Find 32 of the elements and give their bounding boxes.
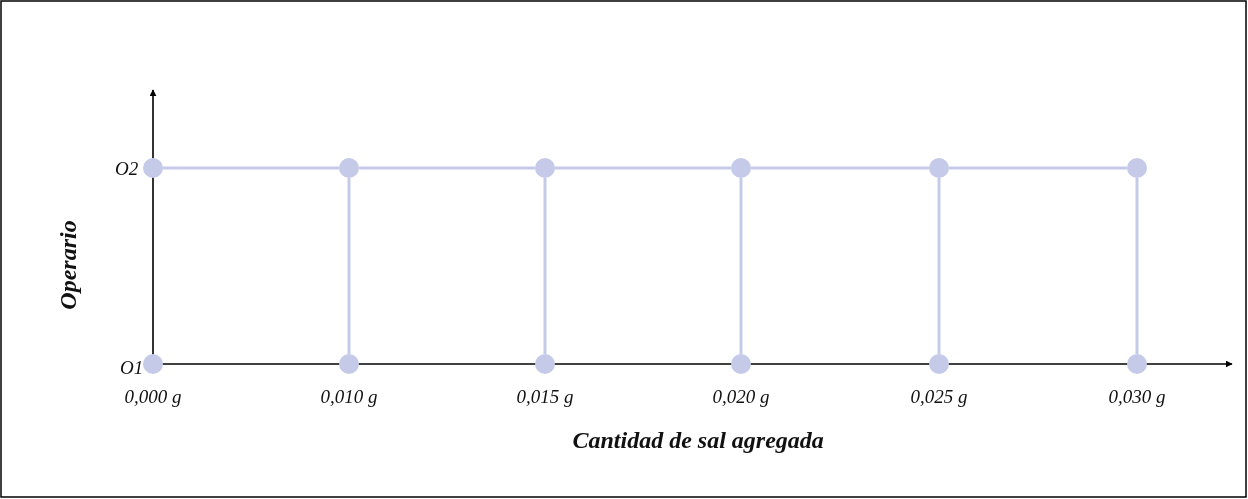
connector-line — [543, 178, 547, 354]
connector-line — [359, 166, 535, 170]
connector-line — [751, 166, 929, 170]
connector-line — [555, 166, 731, 170]
connector-line — [1135, 178, 1139, 354]
data-point — [143, 354, 163, 374]
data-point — [1127, 354, 1147, 374]
data-point — [1127, 158, 1147, 178]
data-point — [339, 354, 359, 374]
axis-tick-label: 0,000 g — [124, 387, 182, 406]
data-point — [929, 354, 949, 374]
connector-line — [163, 166, 339, 170]
connector-line — [347, 178, 351, 354]
axis-tick-label: 0,015 g — [516, 387, 574, 406]
axis-tick-label: 0,025 g — [910, 387, 968, 406]
connector-line — [937, 178, 941, 354]
axis-tick-label: 0,030 g — [1108, 387, 1166, 406]
data-point — [143, 158, 163, 178]
axis-tick-label: O1 — [120, 358, 144, 377]
data-point — [535, 158, 555, 178]
data-point — [731, 158, 751, 178]
axis-tick-label: 0,010 g — [320, 387, 378, 406]
axis-title: Operario — [55, 220, 80, 310]
axis-title: Cantidad de sal agregada — [572, 428, 824, 452]
data-point — [929, 158, 949, 178]
data-point — [339, 158, 359, 178]
axis-tick-label: 0,020 g — [712, 387, 770, 406]
data-point — [731, 354, 751, 374]
connector-line — [739, 178, 743, 354]
data-point — [535, 354, 555, 374]
connector-line — [949, 166, 1127, 170]
axis-tick-label: O2 — [115, 159, 139, 178]
